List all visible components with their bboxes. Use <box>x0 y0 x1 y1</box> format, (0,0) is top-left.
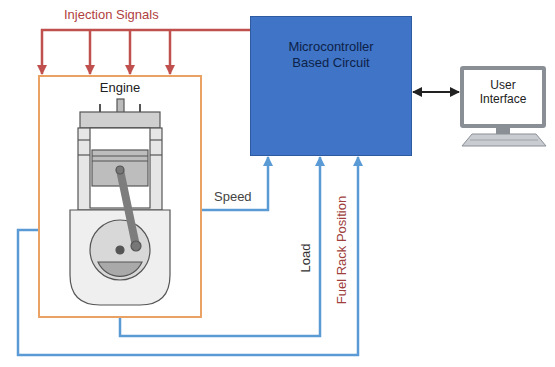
node-text: Engine <box>44 80 196 95</box>
signal-line <box>202 157 268 210</box>
signal-label: Fuel Rack Position <box>335 194 350 306</box>
process-box: Microcontroller Based Circuit <box>250 16 412 156</box>
injection-branch <box>89 30 92 74</box>
signal-line <box>18 157 358 355</box>
node-text: Microcontroller Based Circuit <box>277 39 385 72</box>
monitor-screen: User Interface <box>460 66 546 128</box>
signal-line <box>120 157 320 336</box>
signal-label: Load <box>299 242 314 275</box>
engine-box: Engine <box>38 75 202 318</box>
injection-branch <box>129 30 132 74</box>
computer-base <box>462 128 546 146</box>
signal-label: Injection Signals <box>62 8 161 23</box>
signal-label: Speed <box>212 190 254 205</box>
injection-branch <box>169 30 172 74</box>
data-link-arrow <box>413 91 459 93</box>
signal-line <box>42 30 250 74</box>
injection-branches <box>90 30 170 74</box>
node-text: User Interface <box>470 78 536 107</box>
engine-illustration <box>70 99 170 305</box>
